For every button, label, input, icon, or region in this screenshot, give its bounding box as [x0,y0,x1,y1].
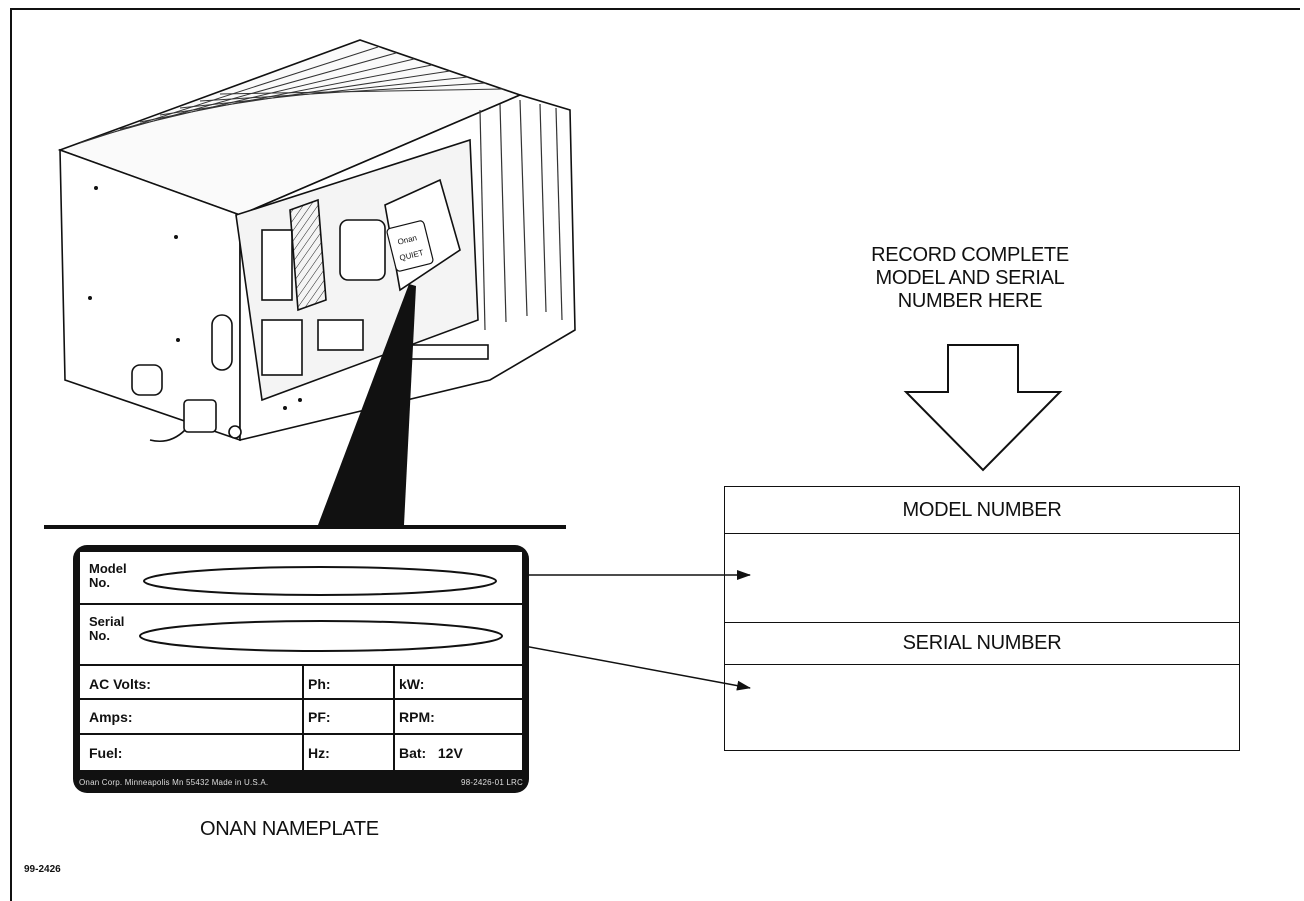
record-instruction-line: RECORD COMPLETE [871,244,1069,266]
nameplate-footer-left: Onan Corp. Minneapolis Mn 55432 Made in … [79,778,269,787]
serial-oval [139,620,503,652]
engine-badge: Onan QUIET [386,220,434,272]
down-arrow-icon [903,344,1063,472]
plate-column-divider [393,664,395,770]
record-table: MODEL NUMBER SERIAL NUMBER [724,486,1240,751]
onan-nameplate: Model No. Serial No. AC Volts: Ph: kW: A… [73,545,529,793]
nameplate-caption: ONAN NAMEPLATE [200,818,379,840]
serial-label-line: No. [89,628,110,643]
model-label-line: Model [89,561,127,576]
plate-column-divider [302,664,304,770]
amps-label: Amps: [89,709,133,725]
hz-label: Hz: [308,745,330,761]
callout-wedge [318,284,416,525]
generator-housing [57,39,576,443]
pf-label: PF: [308,709,331,725]
ac-volts-label: AC Volts: [89,676,151,692]
plate-divider [80,698,522,700]
nameplate-body: Model No. Serial No. AC Volts: Ph: kW: A… [80,552,522,770]
nameplate-footer-right: 98-2426-01 LRC [461,778,523,787]
rpm-label: RPM: [399,709,435,725]
phase-label: Ph: [308,676,331,692]
plate-divider [80,603,522,605]
figure-id: 99-2426 [24,864,61,875]
model-number-field[interactable] [725,534,1239,623]
battery-label: Bat: 12V [399,745,463,761]
serial-arrow [491,639,751,691]
record-instruction: RECORD COMPLETE MODEL AND SERIAL NUMBER … [820,244,1120,313]
model-label-line: No. [89,575,110,590]
nameplate-footer: Onan Corp. Minneapolis Mn 55432 Made in … [79,778,523,787]
serial-no-label: Serial No. [89,615,124,643]
figure-frame [10,8,1300,901]
plate-divider [80,664,522,666]
record-instruction-line: NUMBER HERE [897,290,1043,312]
record-instruction-line: MODEL AND SERIAL [875,267,1065,289]
kw-label: kW: [399,676,425,692]
model-no-label: Model No. [89,562,127,590]
serial-label-line: Serial [89,614,125,629]
plate-divider [80,733,522,735]
model-number-header: MODEL NUMBER [725,487,1239,534]
serial-number-header: SERIAL NUMBER [725,623,1239,665]
serial-number-field[interactable] [725,665,1239,750]
model-oval [143,566,497,596]
fuel-label: Fuel: [89,745,123,761]
